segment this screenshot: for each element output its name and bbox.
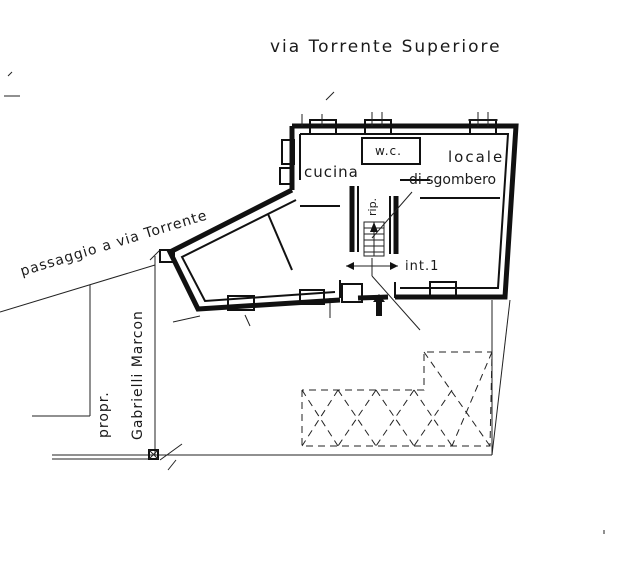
section-lines [346, 191, 421, 331]
stair-label: rip. [366, 198, 379, 216]
storage-label-line1: locale [448, 148, 504, 166]
owner-label-line1: propr. [96, 391, 112, 438]
storage-label-line2: di sgombero [409, 172, 496, 188]
wc-label: w.c. [375, 144, 402, 158]
unit-label: int.1 [405, 259, 439, 274]
wall-notches [159, 91, 498, 311]
interior-partitions [267, 137, 500, 298]
stair-arrow-icon [370, 222, 378, 232]
staircase [363, 221, 385, 257]
street-label: via Torrente Superiore [270, 37, 502, 57]
entrance-arrow-icon [373, 294, 385, 316]
margin-marks [4, 71, 605, 534]
owner-label-line2: Gabrielli Marcon [130, 310, 146, 440]
kitchen-label: cucina [304, 163, 359, 181]
boundary-marker-icon [148, 449, 159, 460]
boundary-lines [0, 249, 511, 471]
outdoor-area-dashed [301, 351, 493, 447]
